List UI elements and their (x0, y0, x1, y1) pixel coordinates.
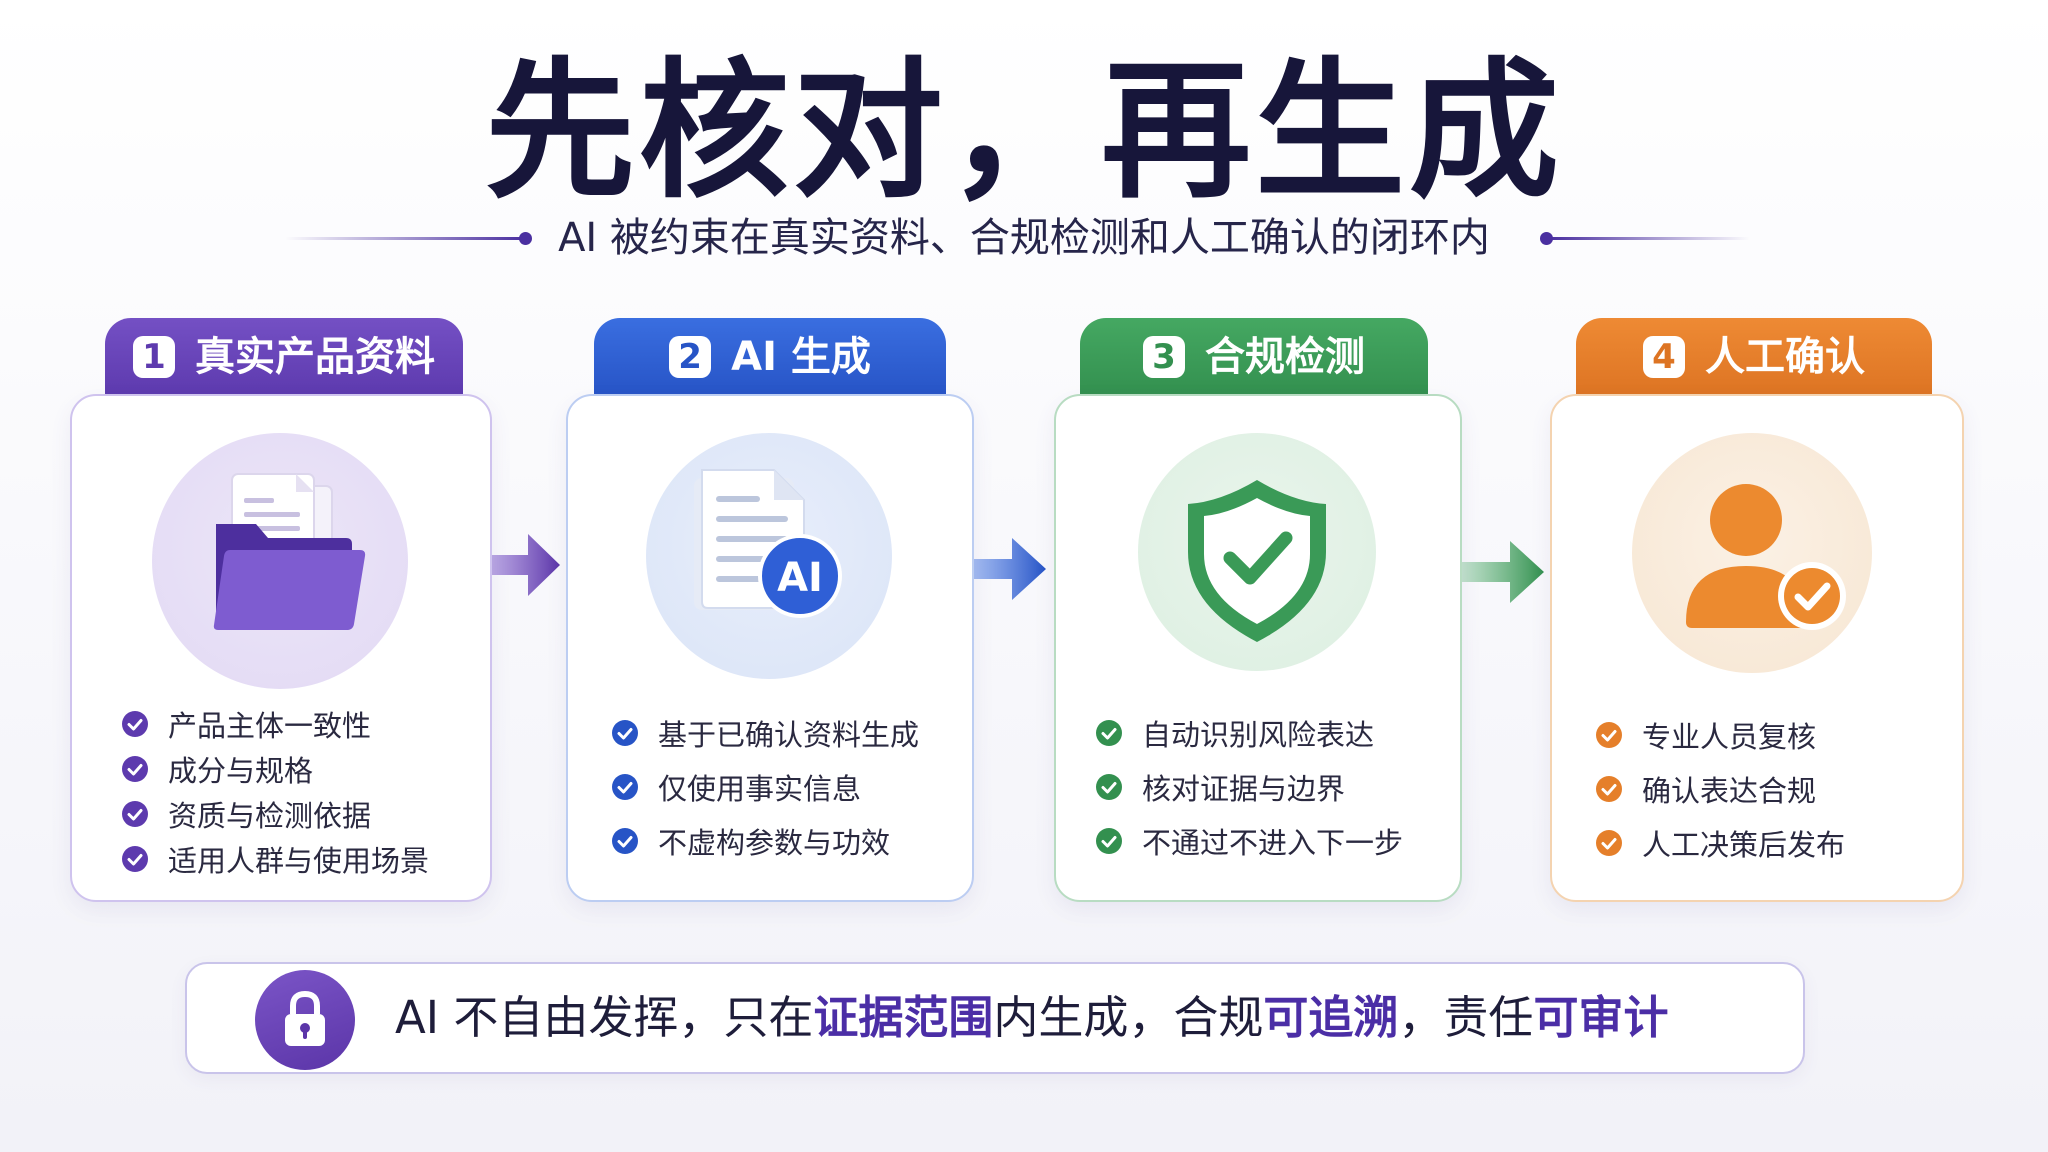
check-item-text: 仅使用事实信息 (658, 772, 862, 806)
check-icon (1596, 776, 1622, 802)
lock-icon-bg (255, 970, 355, 1070)
check-item-text: 不通过不进入下一步 (1142, 826, 1404, 860)
step-1-title: 真实产品资料 (195, 334, 435, 380)
summary-banner: AI 不自由发挥，只在证据范围内生成，合规可追溯，责任可审计 (185, 962, 1805, 1074)
list-item: 确认表达合规 (1596, 762, 1845, 816)
list-item: 成分与规格 (122, 746, 429, 791)
list-item: 核对证据与边界 (1096, 760, 1403, 814)
step-3-card: 自动识别风险表达 核对证据与边界 不通过不进入下一步 (1054, 394, 1462, 902)
step-4-tab: 4 人工确认 (1576, 318, 1932, 396)
banner-text: AI 不自由发挥，只在证据范围内生成，合规可追溯，责任可审计 (395, 964, 1668, 1072)
folder-documents-icon (213, 473, 366, 630)
step-2-title: AI 生成 (731, 334, 871, 380)
ai-document-icon: AI (694, 469, 842, 618)
step-2-card: AI 基于已确认资料生成 仅使用事实信息 不虚构参数与功效 (566, 394, 974, 902)
arrow-right-icon (492, 534, 560, 596)
check-icon (612, 828, 638, 854)
list-item: 产品主体一致性 (122, 701, 429, 746)
list-item: 专业人员复核 (1596, 708, 1845, 762)
check-icon (122, 710, 148, 737)
subtitle-line-right (1550, 237, 1750, 240)
shield-check-icon (1188, 480, 1326, 642)
check-item-text: 核对证据与边界 (1142, 772, 1346, 806)
step-3-number: 3 (1143, 336, 1185, 378)
step-3-checklist: 自动识别风险表达 核对证据与边界 不通过不进入下一步 (1096, 706, 1403, 868)
check-icon (122, 800, 148, 827)
check-icon (612, 774, 638, 800)
page-title: 先核对，再生成 (484, 45, 1563, 219)
banner-text-part-2: 内生成，合规 (993, 991, 1264, 1044)
person-check-icon (1686, 484, 1846, 630)
step-2-tab: 2 AI 生成 (594, 318, 946, 396)
check-item-text: 专业人员复核 (1642, 720, 1817, 754)
arrow-right-icon (974, 538, 1046, 600)
banner-highlight-2: 可追溯 (1263, 991, 1399, 1044)
subtitle: AI 被约束在真实资料、合规检测和人工确认的闭环内 (558, 215, 1490, 261)
subtitle-dot-right (1540, 232, 1553, 245)
step-1-checklist: 产品主体一致性 成分与规格 资质与检测依据 适用人群与使用场景 (122, 701, 429, 881)
check-icon (1596, 830, 1622, 856)
check-item-text: 基于已确认资料生成 (658, 718, 920, 752)
check-item-text: 不虚构参数与功效 (658, 826, 891, 860)
check-item-text: 自动识别风险表达 (1142, 718, 1375, 752)
step-1-number: 1 (133, 336, 175, 378)
list-item: 不通过不进入下一步 (1096, 814, 1403, 868)
step-4-title: 人工确认 (1705, 334, 1865, 380)
check-item-text: 成分与规格 (168, 753, 314, 788)
arrow-right-icon (1462, 541, 1544, 603)
check-icon (122, 845, 148, 872)
check-item-text: 产品主体一致性 (168, 708, 372, 743)
ai-badge-label: AI (777, 555, 823, 601)
check-icon (1096, 828, 1122, 854)
step-3-tab: 3 合规检测 (1080, 318, 1428, 396)
lock-icon (285, 990, 325, 1046)
check-item-text: 适用人群与使用场景 (168, 843, 430, 878)
step-4-card: 专业人员复核 确认表达合规 人工决策后发布 (1550, 394, 1964, 902)
banner-highlight-1: 证据范围 (813, 991, 994, 1044)
check-icon (1096, 774, 1122, 800)
check-item-text: 确认表达合规 (1642, 774, 1817, 808)
list-item: 基于已确认资料生成 (612, 706, 919, 760)
check-item-text: 资质与检测依据 (168, 798, 372, 833)
list-item: 适用人群与使用场景 (122, 836, 429, 881)
step-2-checklist: 基于已确认资料生成 仅使用事实信息 不虚构参数与功效 (612, 706, 919, 868)
step-2-number: 2 (669, 336, 712, 378)
step-1-card: 产品主体一致性 成分与规格 资质与检测依据 适用人群与使用场景 (70, 394, 492, 902)
check-icon (1596, 722, 1622, 748)
list-item: 仅使用事实信息 (612, 760, 919, 814)
list-item: 不虚构参数与功效 (612, 814, 919, 868)
step-4-number: 4 (1643, 336, 1685, 378)
banner-text-part-1: AI 不自由发挥，只在 (395, 991, 814, 1044)
list-item: 资质与检测依据 (122, 791, 429, 836)
check-icon (1096, 720, 1122, 746)
step-3-title: 合规检测 (1205, 334, 1365, 380)
check-icon (122, 755, 148, 782)
subtitle-line-left (285, 237, 525, 240)
step-4-checklist: 专业人员复核 确认表达合规 人工决策后发布 (1596, 708, 1845, 870)
banner-text-part-3: ，责任 (1398, 991, 1534, 1044)
list-item: 自动识别风险表达 (1096, 706, 1403, 760)
subtitle-dot-left (519, 232, 532, 245)
step-1-tab: 1 真实产品资料 (105, 318, 463, 396)
list-item: 人工决策后发布 (1596, 816, 1845, 870)
subtitle-row: AI 被约束在真实资料、合规检测和人工确认的闭环内 (0, 208, 2048, 268)
check-item-text: 人工决策后发布 (1642, 828, 1846, 862)
check-icon (612, 720, 638, 746)
banner-highlight-3: 可审计 (1533, 991, 1669, 1044)
